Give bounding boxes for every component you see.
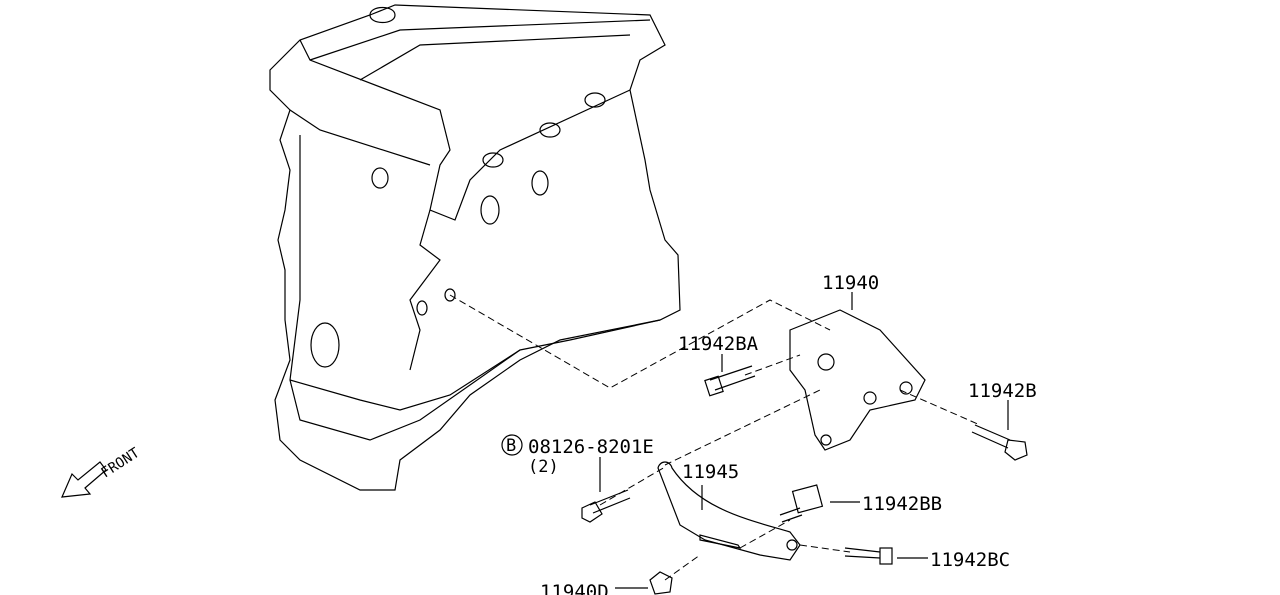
bolts: [581, 365, 1028, 595]
label-11940D: 11940D: [540, 581, 609, 595]
label-11942BA: 11942BA: [678, 333, 759, 355]
stay-bracket-11945: [657, 461, 801, 561]
label-quantity: (2): [528, 457, 559, 477]
front-direction-label: FRONT: [98, 445, 143, 482]
leader-lines: [449, 292, 1009, 589]
label-11940: 11940: [822, 272, 879, 294]
label-11942BC: 11942BC: [930, 549, 1010, 571]
engine-block-drawing: [269, 4, 681, 491]
standard-part-marker-icon: [501, 434, 523, 456]
label-11942B: 11942B: [968, 380, 1037, 402]
mounting-bracket-11940: [789, 309, 926, 451]
label-11942BB: 11942BB: [862, 493, 942, 515]
front-arrow-icon: [61, 461, 107, 498]
standard-part-marker: B: [506, 436, 516, 456]
label-08126-8201E: 08126-8201E: [528, 436, 654, 458]
label-11945: 11945: [682, 461, 739, 483]
